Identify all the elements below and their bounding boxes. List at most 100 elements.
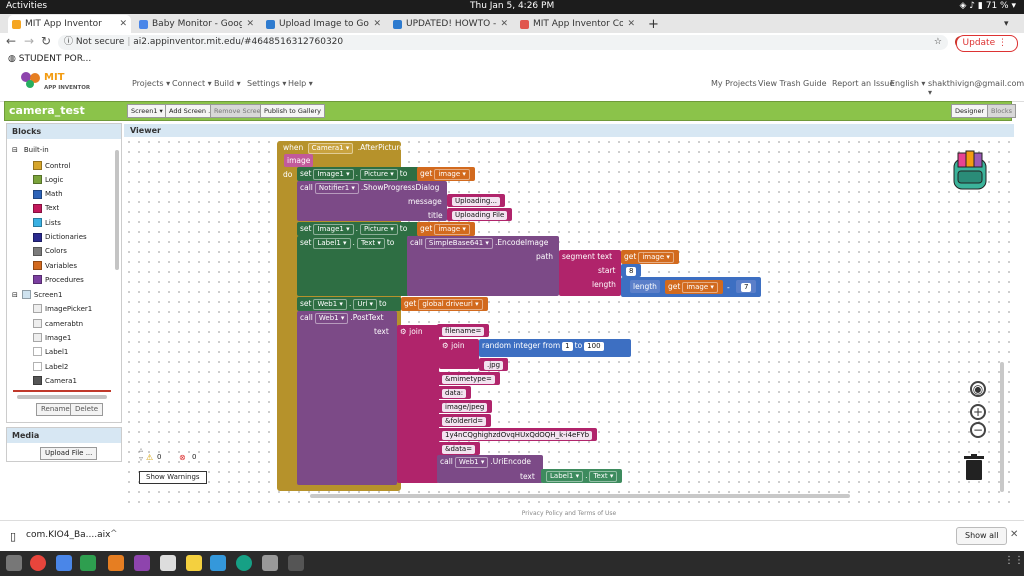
- app-inventor-logo-icon[interactable]: [20, 71, 42, 89]
- arduino-app-icon[interactable]: [236, 555, 252, 571]
- number-8[interactable]: 8: [621, 264, 642, 277]
- length-fn-block[interactable]: length: [630, 280, 660, 293]
- clock[interactable]: Thu Jan 5, 4:26 PM: [470, 1, 555, 11]
- tab-updated-howto[interactable]: UPDATED! HOWTO - Uplo ✕: [389, 15, 512, 33]
- category-colors[interactable]: Colors: [33, 246, 67, 256]
- text-data-colon[interactable]: data:: [437, 386, 472, 399]
- menu-connect[interactable]: Connect ▾: [172, 79, 212, 88]
- inner-join-block[interactable]: ⚙ join: [439, 339, 479, 369]
- workspace-vscrollbar[interactable]: [1000, 362, 1004, 492]
- category-logic[interactable]: Logic: [33, 175, 63, 185]
- new-tab-button[interactable]: +: [648, 16, 659, 32]
- bookmark-student-portal[interactable]: STUDENT POR...: [18, 54, 92, 64]
- component-image1[interactable]: Image1: [33, 333, 71, 342]
- url-omnibox[interactable]: ⓘ Not secure | ai2.appinventor.mit.edu/#…: [58, 35, 948, 50]
- tab-mit-app-inventor[interactable]: MIT App Inventor ✕: [8, 15, 131, 33]
- link-guide[interactable]: Guide: [803, 79, 827, 88]
- number-7[interactable]: 7: [736, 280, 757, 293]
- warning-arrows[interactable]: ▵▿: [139, 445, 144, 463]
- text-filename[interactable]: filename=: [437, 324, 490, 337]
- recenter-icon[interactable]: ◉: [970, 381, 986, 397]
- chrome-app-icon[interactable]: [30, 555, 46, 571]
- category-control[interactable]: Control: [33, 161, 70, 170]
- rename-button[interactable]: Rename: [36, 403, 75, 416]
- close-icon[interactable]: ✕: [373, 19, 381, 29]
- blocks-button[interactable]: Blocks: [987, 104, 1016, 118]
- remove-screen-button[interactable]: Remove Screen: [210, 104, 269, 118]
- tree-scrollbar[interactable]: [115, 150, 119, 270]
- add-screen-button[interactable]: Add Screen ...: [165, 104, 219, 118]
- join-block[interactable]: ⚙ join: [397, 325, 439, 483]
- backpack-icon[interactable]: [946, 149, 994, 193]
- forward-icon[interactable]: →: [24, 34, 35, 48]
- tree-screen1[interactable]: ⊟Screen1: [12, 290, 63, 299]
- upload-file-button[interactable]: Upload File ...: [40, 447, 98, 460]
- component-camera1[interactable]: Camera1: [33, 376, 77, 385]
- tree-hscrollbar[interactable]: [17, 395, 107, 399]
- linux-app-icon[interactable]: [288, 555, 304, 571]
- forms-app-icon[interactable]: [134, 555, 150, 571]
- workspace-hscrollbar[interactable]: [310, 494, 850, 498]
- link-my-projects[interactable]: My Projects: [711, 79, 757, 88]
- download-filename[interactable]: com.KIO4_Ba....aix: [26, 530, 111, 540]
- category-dictionaries[interactable]: Dictionaries: [33, 232, 87, 242]
- back-icon[interactable]: ←: [6, 34, 17, 48]
- text-data-eq[interactable]: &data=: [437, 442, 481, 455]
- menu-account[interactable]: shakthivign@gmail.com ▾: [928, 79, 1024, 97]
- trash-icon[interactable]: [964, 454, 984, 480]
- system-tray[interactable]: ◈ ♪ ▮ 71 % ▾: [959, 1, 1016, 11]
- zoom-out-icon[interactable]: −: [970, 422, 986, 438]
- docs-app-icon[interactable]: [56, 555, 72, 571]
- close-icon[interactable]: ✕: [627, 19, 635, 29]
- category-lists[interactable]: Lists: [33, 218, 61, 228]
- footer-link[interactable]: Privacy Policy and Terms of Use: [124, 510, 1014, 520]
- text-image-jpeg[interactable]: image/jpeg: [437, 400, 493, 413]
- close-icon[interactable]: ✕: [246, 19, 254, 29]
- gear-icon[interactable]: ⚙: [400, 327, 407, 336]
- tab-mit-community[interactable]: MIT App Inventor Commu ✕: [516, 15, 639, 33]
- event-param-image[interactable]: image: [284, 154, 314, 167]
- sheets-app-icon[interactable]: [80, 555, 96, 571]
- category-variables[interactable]: Variables: [33, 261, 77, 271]
- update-button[interactable]: Update ⋮: [955, 35, 1018, 52]
- drawing-app-icon[interactable]: [210, 555, 226, 571]
- category-math[interactable]: Math: [33, 189, 63, 199]
- text-uploading[interactable]: Uploading...: [447, 194, 506, 207]
- show-warnings-button[interactable]: Show Warnings: [139, 471, 207, 484]
- component-label2[interactable]: Label2: [33, 362, 68, 371]
- gear-icon[interactable]: ⚙: [442, 341, 449, 350]
- text-jpg[interactable]: .jpg: [479, 358, 509, 371]
- zoom-in-icon[interactable]: +: [970, 404, 986, 420]
- text-folder-id-value[interactable]: 1y4nCQghighzdOvqHUxQdOQH_k-i4eFYb: [437, 428, 598, 441]
- close-icon[interactable]: ✕: [119, 19, 127, 29]
- text-folderid[interactable]: &folderId=: [437, 414, 492, 427]
- delete-button[interactable]: Delete: [70, 403, 103, 416]
- link-view-trash[interactable]: View Trash: [758, 79, 801, 88]
- show-all-button[interactable]: Show all: [956, 527, 1008, 545]
- app-grid-icon[interactable]: ⋮⋮: [1004, 555, 1024, 566]
- blocks-workspace[interactable]: when Camera1 ▾ .AfterPicture image do se…: [124, 137, 1014, 510]
- chevron-up-icon[interactable]: ^: [110, 529, 118, 539]
- tab-upload-image[interactable]: Upload Image to Google ✕: [262, 15, 385, 33]
- tab-baby-monitor[interactable]: Baby Monitor - Google D ✕: [135, 15, 258, 33]
- category-text[interactable]: Text: [33, 203, 59, 213]
- close-icon[interactable]: ✕: [1010, 529, 1019, 540]
- screen-selector[interactable]: Screen1 ▾: [127, 104, 167, 118]
- notes-app-icon[interactable]: [186, 555, 202, 571]
- menu-projects[interactable]: Projects ▾: [132, 79, 171, 88]
- menu-settings[interactable]: Settings ▾: [247, 79, 287, 88]
- designer-button[interactable]: Designer: [951, 104, 989, 118]
- files-app-icon[interactable]: [6, 555, 22, 571]
- reload-icon[interactable]: ↻: [41, 34, 52, 48]
